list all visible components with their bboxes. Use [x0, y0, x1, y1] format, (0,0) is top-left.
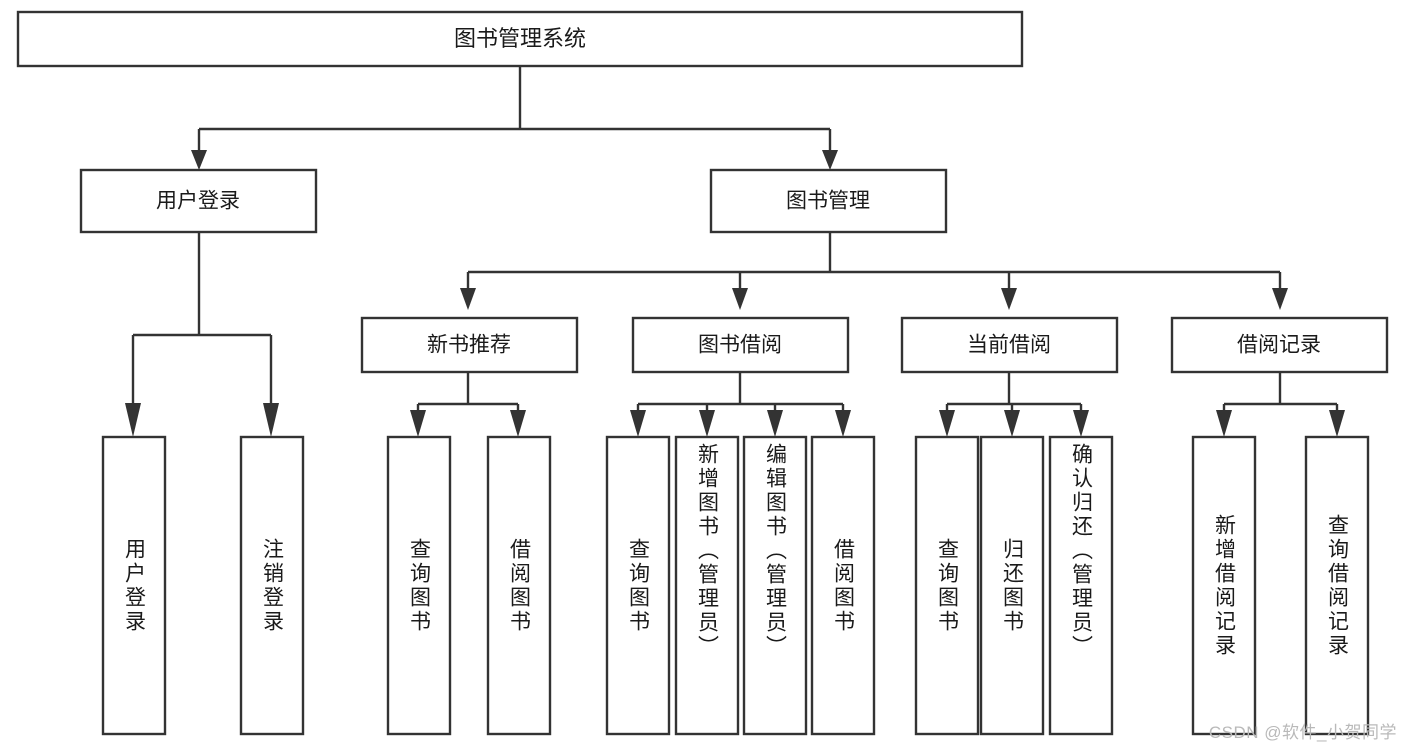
arrow-head-leaf-add-book — [699, 410, 715, 437]
leaf-box-borrow-book-2[interactable] — [810, 435, 876, 736]
watermark: CSDN @软件_小贺同学 — [1208, 723, 1397, 742]
leaf-box-borrow-book-1[interactable] — [486, 435, 552, 736]
leaf-boxes — [101, 435, 1370, 736]
arrow-head-leaf-user-login — [125, 403, 141, 437]
node-current-borrow-box[interactable] — [900, 316, 1119, 374]
arrow-head-leaf-query-book-1 — [410, 410, 426, 437]
node-user-login[interactable]: 用户登录 — [79, 168, 318, 234]
arrow-head-user-login — [191, 150, 207, 170]
node-book-borrow-box[interactable] — [631, 316, 850, 374]
connector-current-borrow-to-leaves — [939, 372, 1089, 437]
arrow-head-leaf-query-book-3 — [939, 410, 955, 437]
arrow-head-book-borrow — [732, 288, 748, 310]
leaf-box-edit-book[interactable] — [742, 435, 808, 736]
leaf-box-query-book-3[interactable] — [914, 435, 980, 736]
node-book-borrow-label: 图书借阅 — [698, 334, 782, 357]
node-new-book-rec-label: 新书推荐 — [427, 334, 511, 357]
arrow-head-leaf-edit-book — [767, 410, 783, 437]
node-new-book-rec[interactable]: 新书推荐 — [360, 316, 579, 374]
node-current-borrow-label: 当前借阅 — [967, 334, 1051, 357]
node-root[interactable]: 图书管理系统 — [16, 10, 1024, 68]
connector-root-to-level2 — [191, 66, 838, 170]
arrow-head-leaf-query-book-2 — [630, 410, 646, 437]
arrow-head-leaf-confirm-return — [1073, 410, 1089, 437]
node-book-manage-box[interactable] — [709, 168, 948, 234]
connector-book-borrow-to-leaves — [630, 372, 851, 437]
arrow-head-leaf-query-record — [1329, 410, 1345, 437]
leaf-box-return-book[interactable] — [979, 435, 1045, 736]
node-root-label: 图书管理系统 — [454, 26, 586, 51]
arrow-head-book-manage — [822, 150, 838, 170]
arrow-head-leaf-user-logout — [263, 403, 279, 437]
node-root-box[interactable] — [16, 10, 1024, 68]
arrow-head-leaf-add-record — [1216, 410, 1232, 437]
node-book-manage-label: 图书管理 — [786, 190, 870, 213]
arrow-head-leaf-borrow-book-2 — [835, 410, 851, 437]
node-user-login-box[interactable] — [79, 168, 318, 234]
arrow-head-leaf-borrow-book-1 — [510, 410, 526, 437]
leaf-box-query-book-1[interactable] — [386, 435, 452, 736]
connector-book-manage-to-level3 — [460, 232, 1288, 310]
arrow-head-new-book-rec — [460, 288, 476, 310]
node-new-book-rec-box[interactable] — [360, 316, 579, 374]
node-borrow-record-label: 借阅记录 — [1237, 334, 1321, 357]
leaf-box-confirm-return[interactable] — [1048, 435, 1114, 736]
arrow-head-current-borrow — [1001, 288, 1017, 310]
node-user-login-label: 用户登录 — [156, 190, 240, 213]
leaf-box-add-record[interactable] — [1191, 435, 1257, 736]
leaf-box-user-login[interactable] — [101, 435, 167, 736]
node-current-borrow[interactable]: 当前借阅 — [900, 316, 1119, 374]
leaf-box-query-record[interactable] — [1304, 435, 1370, 736]
connector-new-book-rec-to-leaves — [410, 372, 526, 437]
node-book-borrow[interactable]: 图书借阅 — [631, 316, 850, 374]
node-borrow-record-box[interactable] — [1170, 316, 1389, 374]
connector-user-login-to-leaves — [125, 232, 279, 437]
node-borrow-record[interactable]: 借阅记录 — [1170, 316, 1389, 374]
leaf-box-user-logout[interactable] — [239, 435, 305, 736]
arrow-head-leaf-return-book — [1004, 410, 1020, 437]
arrow-head-borrow-record — [1272, 288, 1288, 310]
node-book-manage[interactable]: 图书管理 — [709, 168, 948, 234]
leaf-box-query-book-2[interactable] — [605, 435, 671, 736]
connector-borrow-record-to-leaves — [1216, 372, 1345, 437]
leaf-box-add-book[interactable] — [674, 435, 740, 736]
